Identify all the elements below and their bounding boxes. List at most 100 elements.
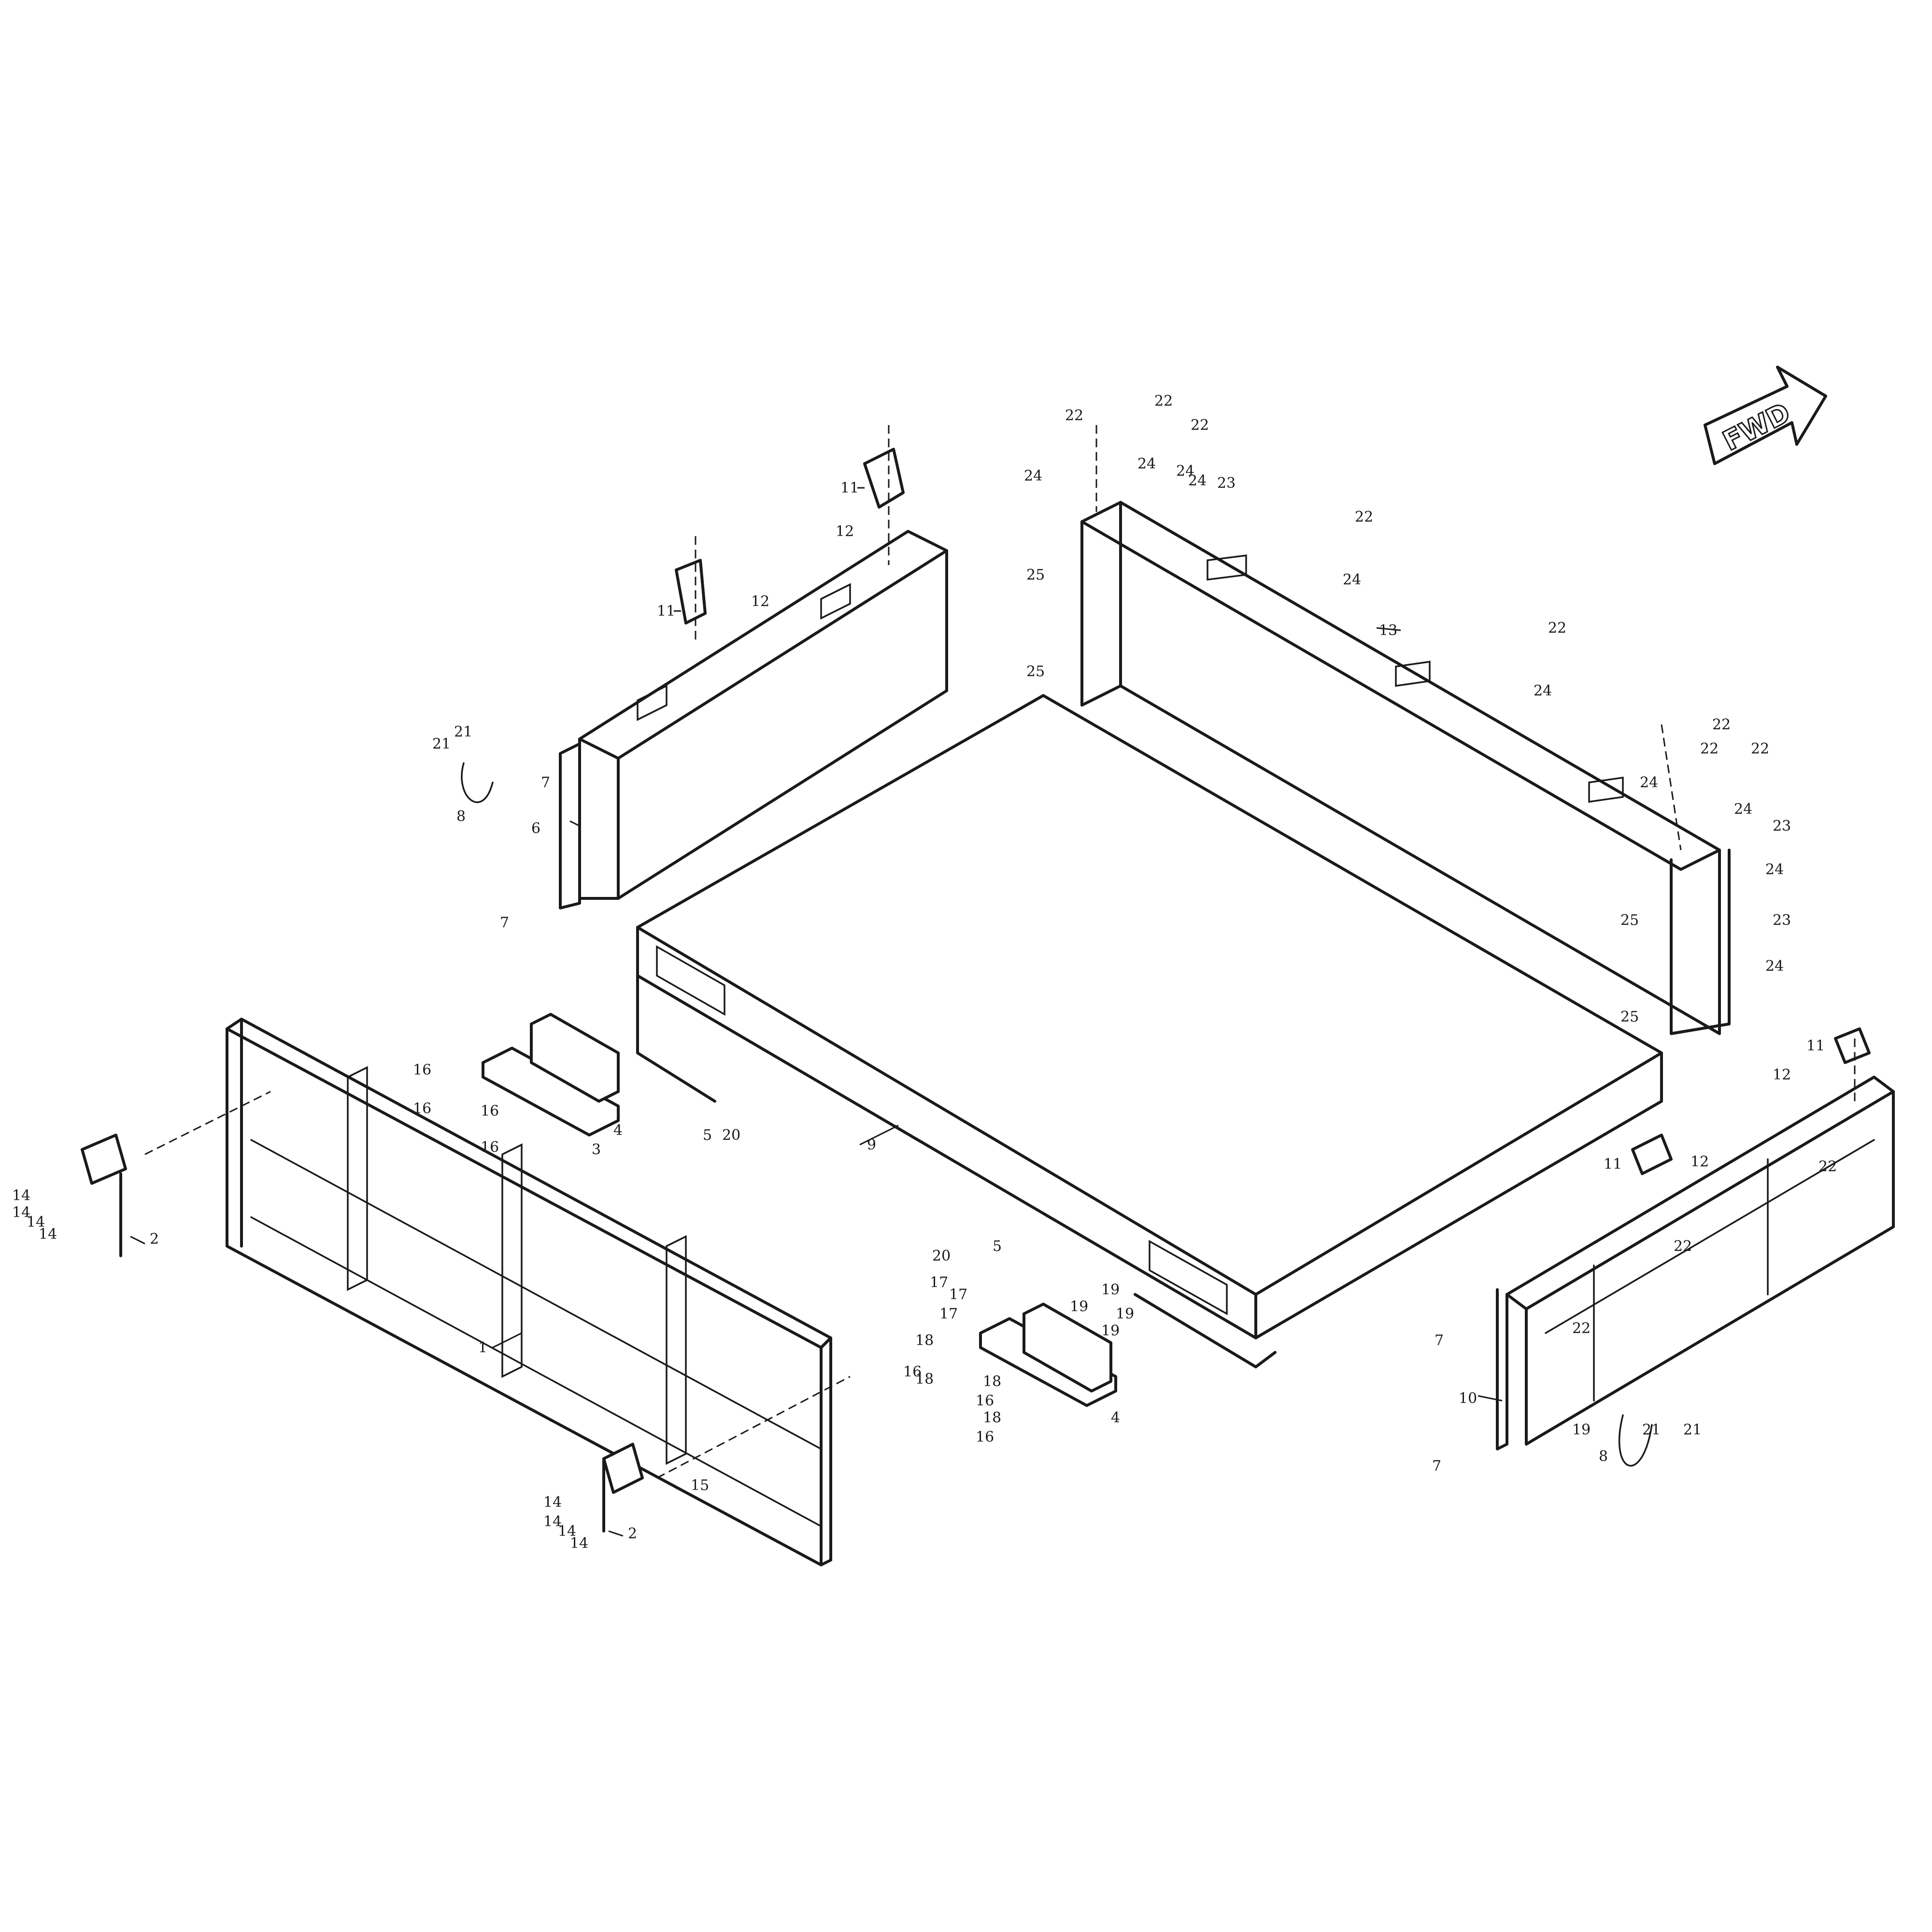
callout-label: 11	[840, 480, 859, 497]
callout-label: 13	[1379, 622, 1397, 639]
callout-label: 15	[691, 1477, 709, 1494]
callout-label: 6	[531, 820, 540, 837]
callout-label: 22	[1674, 1238, 1692, 1255]
callout-label: 2	[628, 1525, 637, 1542]
slotted-plates	[482, 1013, 1117, 1407]
assembly-lines	[144, 425, 1856, 1479]
callout-label: 22	[1751, 740, 1769, 757]
callout-label: 24	[1534, 682, 1552, 699]
callout-label: 14	[12, 1204, 30, 1221]
callout-label: 8	[456, 808, 466, 825]
latches	[81, 1134, 644, 1533]
callout-label: 16	[413, 1100, 431, 1117]
callout-label: 18	[983, 1409, 1001, 1426]
callout-label: 16	[976, 1392, 994, 1409]
callout-label: 24	[1765, 958, 1784, 975]
right-side-frame	[1496, 1076, 1895, 1450]
callout-label: 22	[1818, 1158, 1837, 1175]
callout-label: 22	[1548, 620, 1566, 637]
callout-label: 14	[558, 1523, 576, 1540]
callout-label: 17	[949, 1286, 967, 1303]
callout-label: 19	[1101, 1322, 1120, 1339]
callout-label: 22	[1712, 716, 1731, 733]
callout-label: 14	[27, 1214, 45, 1231]
callout-label: 17	[939, 1306, 958, 1322]
callout-label: 14	[39, 1226, 57, 1243]
callout-label: 14	[543, 1513, 562, 1530]
callout-label: 18	[915, 1371, 934, 1388]
callout-label: 10	[1459, 1390, 1477, 1407]
callout-label: 22	[1191, 417, 1209, 434]
brackets	[675, 448, 1871, 1175]
front-frame	[226, 1018, 832, 1566]
callout-label: 12	[751, 593, 769, 610]
callout-label: 20	[722, 1127, 740, 1144]
rear-rail	[1080, 501, 1731, 1035]
callout-label: 12	[1773, 1066, 1791, 1083]
callout-label: 21	[1683, 1421, 1702, 1438]
callout-label: 2	[150, 1231, 159, 1248]
callout-label: 25	[1620, 912, 1639, 929]
left-side-panel	[559, 530, 948, 909]
callout-label: 12	[836, 523, 854, 540]
callout-label: 25	[1026, 663, 1045, 680]
fwd-arrow: FWD	[1704, 366, 1827, 465]
callout-label: 16	[413, 1062, 431, 1079]
callout-label: 14	[12, 1187, 30, 1204]
callout-label: 11	[1806, 1037, 1825, 1054]
callout-label: 12	[1690, 1153, 1709, 1170]
callout-label: 7	[500, 914, 509, 931]
callout-label: 4	[1111, 1409, 1120, 1426]
callout-label: 18	[915, 1332, 934, 1349]
callout-label: 19	[1116, 1306, 1134, 1322]
callout-label: 8	[1599, 1448, 1608, 1465]
callout-label: 16	[481, 1103, 499, 1120]
callout-label: 7	[541, 774, 550, 791]
callout-label: 21	[454, 724, 472, 740]
callout-label: 7	[1435, 1332, 1444, 1349]
callout-label: 14	[543, 1494, 562, 1511]
callout-label: 11	[657, 603, 675, 620]
callout-label: 16	[976, 1429, 994, 1446]
callout-label: 19	[1070, 1298, 1088, 1315]
callout-label: 5	[993, 1238, 1002, 1255]
leader-lines	[130, 487, 1503, 1537]
callout-label: 3	[592, 1141, 601, 1158]
callout-label: 22	[1065, 407, 1083, 424]
callout-label: 24	[1188, 472, 1207, 489]
callout-label: 19	[1572, 1421, 1591, 1438]
callout-label: 25	[1026, 567, 1045, 583]
callout-label: 22	[1572, 1320, 1591, 1337]
callout-label: 16	[903, 1364, 922, 1380]
callout-label: 18	[983, 1373, 1001, 1390]
callout-label: 25	[1620, 1009, 1639, 1025]
tray-floor	[636, 694, 1663, 1368]
callout-label: 24	[1765, 861, 1784, 878]
callout-label: 24	[1024, 468, 1042, 484]
callout-label: 22	[1154, 393, 1173, 410]
callout-label: 24	[1137, 455, 1156, 472]
callout-label: 24	[1343, 571, 1361, 588]
cables	[461, 762, 1653, 1467]
callout-label: 23	[1217, 475, 1236, 492]
callout-label: 17	[930, 1274, 948, 1291]
callout-label: 24	[1176, 463, 1194, 480]
callout-label: 16	[481, 1139, 499, 1156]
callout-label: 1	[478, 1339, 487, 1356]
callout-label: 23	[1773, 818, 1791, 835]
callout-label: 14	[570, 1535, 588, 1552]
callout-label: 11	[1604, 1156, 1622, 1173]
callout-label: 24	[1640, 774, 1658, 791]
callout-label: 20	[932, 1248, 951, 1264]
callout-label: 22	[1700, 740, 1719, 757]
callout-label: 21	[1642, 1421, 1661, 1438]
callout-labels: 1 2 2 3 4 4 5 5 6 7 7 7 7 8 8 9 10 11 11…	[12, 393, 1837, 1552]
callout-label: 23	[1773, 912, 1791, 929]
callout-label: 4	[613, 1122, 623, 1139]
callout-label: 5	[703, 1127, 712, 1144]
callout-label: 22	[1355, 509, 1373, 526]
callout-label: 21	[432, 736, 451, 753]
callout-label: 7	[1432, 1458, 1441, 1475]
callout-label: 24	[1734, 801, 1752, 818]
